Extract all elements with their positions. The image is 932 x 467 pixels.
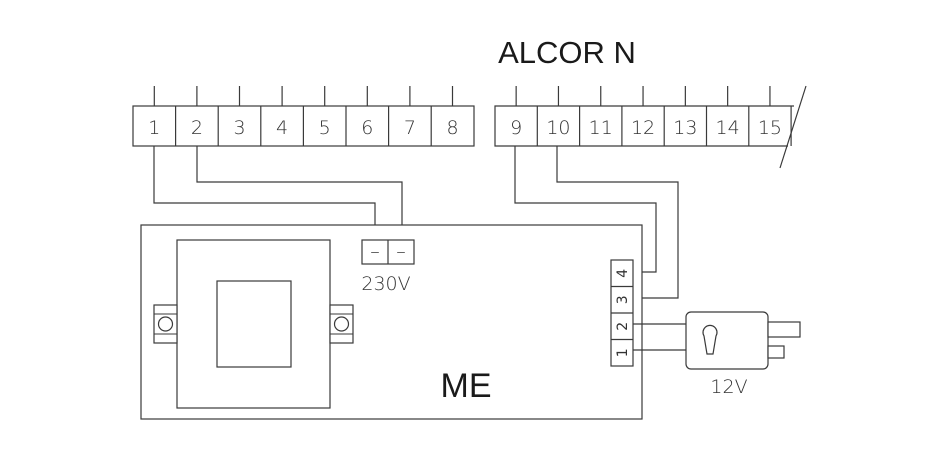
- module-terminal-label: 2: [615, 322, 631, 331]
- electric-lock: 12V: [685, 311, 801, 398]
- terminal-label: 10: [546, 117, 570, 139]
- terminal-label: 3: [233, 117, 245, 139]
- power-connector-pin-1: –: [370, 241, 380, 263]
- wire-terminal-10: [556, 146, 679, 299]
- power-voltage-label: 230V: [361, 273, 410, 295]
- screw-right-icon: [333, 316, 350, 332]
- transformer-symbol: [153, 239, 354, 409]
- terminal-label: 14: [716, 117, 740, 139]
- terminal-label: 13: [673, 117, 697, 139]
- terminal-label: 5: [319, 117, 331, 139]
- terminal-strip-right: 9 10 11 12 13 14 15: [494, 85, 807, 169]
- lock-voltage-label: 12V: [710, 376, 747, 398]
- terminal-label: 4: [276, 117, 288, 139]
- power-connector-pin-2: –: [396, 241, 406, 263]
- module-terminal-label: 4: [615, 269, 631, 278]
- terminal-strip-left: 1 2 3 4 5 6 7 8: [132, 86, 475, 147]
- module-label: ME: [441, 367, 492, 405]
- keyhole-icon: [702, 324, 718, 355]
- terminal-label: 7: [404, 117, 416, 139]
- lock-body: [685, 311, 769, 370]
- transformer-core: [216, 280, 292, 368]
- strip-break-mark: [779, 85, 807, 169]
- terminal-label: 8: [446, 117, 458, 139]
- terminal-label: 12: [631, 117, 655, 139]
- module-terminal-label: 1: [615, 348, 631, 357]
- terminal-strip-right-body: [494, 105, 794, 147]
- mounting-tab-left: [153, 304, 178, 344]
- lock-bolt: [767, 321, 801, 338]
- module-terminal-block: 4 3 2 1: [610, 259, 634, 367]
- mounting-tab-right: [329, 304, 354, 344]
- terminal-label: 2: [191, 117, 203, 139]
- lock-latch: [767, 345, 785, 359]
- diagram-title: ALCOR N: [498, 35, 636, 70]
- terminal-label: 11: [589, 117, 613, 139]
- wire-terminal-2: [196, 146, 403, 240]
- power-connector: – – 230V: [361, 239, 415, 295]
- wire-terminal-1: [153, 146, 376, 240]
- terminal-label: 6: [361, 117, 373, 139]
- terminal-label: 1: [148, 117, 160, 139]
- module-terminal-label: 3: [615, 295, 631, 304]
- screw-left-icon: [157, 316, 174, 332]
- terminal-label: 9: [510, 117, 522, 139]
- terminal-label: 15: [758, 117, 782, 139]
- wire-terminal-9: [514, 146, 657, 273]
